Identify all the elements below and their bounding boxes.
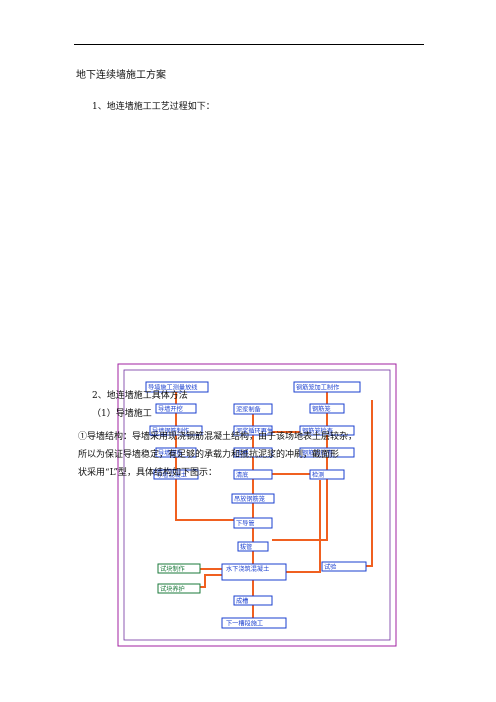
svg-text:导墙施工测量放线: 导墙施工测量放线 [148,384,198,392]
flow-node-inspection: 检测 [309,469,345,480]
svg-text:钢筋笼: 钢筋笼 [312,405,331,413]
svg-text:成槽: 成槽 [236,449,248,457]
flow-node-bottom-cleaning: 清底 [233,469,273,480]
svg-text:试块养护: 试块养护 [160,585,185,593]
flow-node-guide-wall-rebar: 导墙钢筋制作 [149,425,203,436]
flow-node-guide-wall-formwork: 导墙模板 [155,447,197,458]
step-2-heading: 2、地连墙施工具体方法 [92,391,188,401]
flow-node-slurry-recycle: 泥浆循环再生 [233,425,273,436]
header-rule [74,44,424,45]
flow-node-pipe-step: 拔管 [237,541,269,552]
svg-text:导墙模板: 导墙模板 [158,449,183,457]
flow-node-step-after-pour: 成槽 [233,595,273,606]
svg-text:导墙开挖: 导墙开挖 [158,405,183,413]
svg-text:下一槽段施工: 下一槽段施工 [226,620,263,628]
flow-node-trenching: 成槽 [233,447,273,458]
svg-text:下导管: 下导管 [236,520,255,528]
flow-node-cage-fabrication: 钢筋笼加工制作 [293,381,361,393]
svg-text:拔管: 拔管 [240,543,252,551]
svg-text:检测: 检测 [312,471,324,479]
svg-text:钢筋笼检查: 钢筋笼检查 [302,449,333,457]
svg-text:钢筋笼检查: 钢筋笼检查 [302,427,333,435]
flow-node-cage-check-2: 钢筋笼检查 [299,447,355,458]
flow-node-next-panel: 下一槽段施工 [221,617,287,629]
svg-text:清底: 清底 [236,471,248,479]
flowchart-inner-frame [123,369,391,641]
body-line-2: 所以为保证导墙稳定，有足够的承载力和抵抗泥浆的冲刷，截面形 [78,450,340,460]
svg-text:钢筋笼加工制作: 钢筋笼加工制作 [296,384,339,392]
step-1-heading: 1、地连墙施工工艺过程如下： [92,102,215,112]
flowchart-outer-frame [117,363,397,647]
svg-text:泥浆制备: 泥浆制备 [236,406,262,414]
flow-node-cage-check-1: 钢筋笼检查 [299,425,355,436]
svg-text:成槽: 成槽 [236,597,248,605]
svg-text:吊放钢筋笼: 吊放钢筋笼 [234,495,265,503]
flow-node-testing: 试验 [321,561,367,572]
svg-text:导墙钢筋制作: 导墙钢筋制作 [152,427,189,435]
svg-text:泥浆循环再生: 泥浆循环再生 [236,427,273,435]
body-line-3: 状采用“L”型，具体结构如下图示： [78,468,218,478]
document-title: 地下连续墙施工方案 [76,70,166,81]
flow-node-insert-tremie: 下导管 [233,517,273,529]
flow-node-guide-wall-survey: 导墙施工测量放线 [145,381,209,393]
flow-node-guide-wall-concrete: 导墙混凝土 [153,469,199,480]
svg-text:导墙混凝土: 导墙混凝土 [156,471,187,479]
body-line-1: ①导墙结构：导墙采用现浇钢筋混凝土结构，由于该场地表土层较杂， [78,432,358,442]
flow-node-specimen-curing: 试块养护 [157,583,201,594]
flow-node-specimen-making: 试块制作 [157,563,201,574]
flow-node-cage: 钢筋笼 [309,403,345,414]
flow-node-guide-wall-excavation: 导墙开挖 [155,403,197,414]
svg-text:水下浇筑混凝土: 水下浇筑混凝土 [226,565,269,573]
flow-node-slurry-prep: 泥浆制备 [233,403,273,415]
svg-text:试验: 试验 [324,563,337,571]
flow-node-lower-cage: 吊放钢筋笼 [231,493,275,504]
sub-heading-guide-wall: （1）导墙施工 [92,409,152,419]
svg-text:试块制作: 试块制作 [160,565,185,573]
flow-node-underwater-concrete: 水下浇筑混凝土 [221,563,287,581]
